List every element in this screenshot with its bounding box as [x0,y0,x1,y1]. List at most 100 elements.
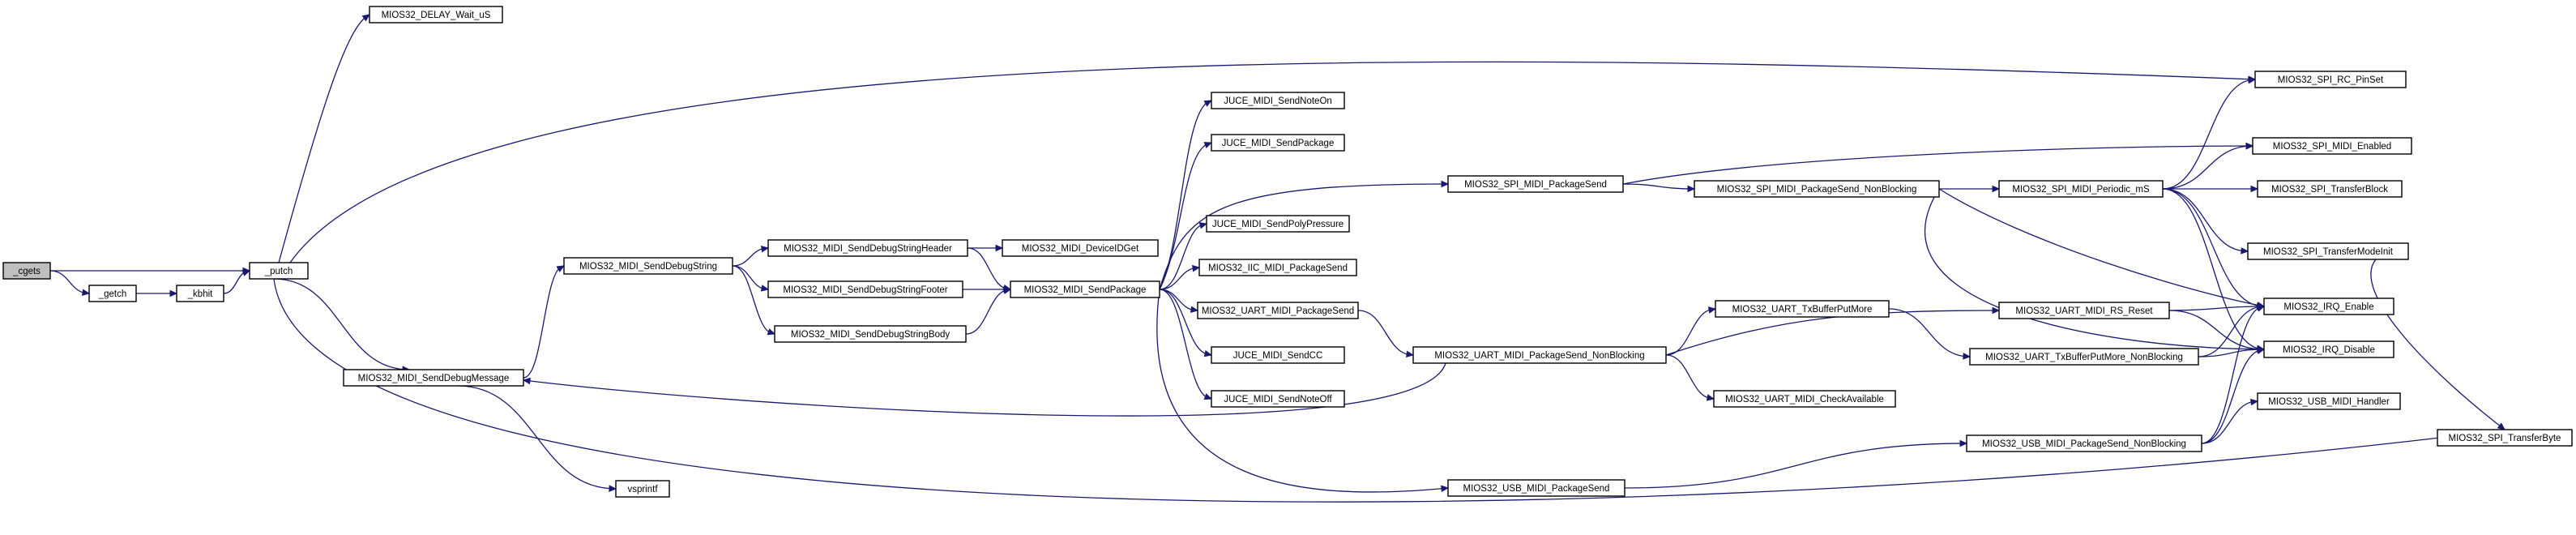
node-usb-handler[interactable]: MIOS32_USB_MIDI_Handler [2257,392,2401,410]
node-label: MIOS32_MIDI_SendDebugStringBody [791,330,950,340]
call-graph-nodes: _cgets _getch _kbhit _putch MIOS32_DELAY_Wai… [2,6,2573,498]
node-label: MIOS32_MIDI_SendDebugMessage [358,374,510,383]
node-senddebugstring[interactable]: MIOS32_MIDI_SendDebugString [563,257,733,275]
arrowhead-sendpackage-to-usb_send [1441,485,1450,493]
node-label: MIOS32_USB_MIDI_PackageSend [1463,484,1610,494]
node-uart-txput[interactable]: MIOS32_UART_TxBufferPutMore [1715,300,1890,318]
node-deviceid[interactable]: MIOS32_MIDI_DeviceIDGet [1002,239,1159,257]
node-label: MIOS32_UART_TxBufferPutMore [1732,305,1873,315]
node-spi-transfermodeinit[interactable]: MIOS32_SPI_TransferModeInit [2247,242,2409,260]
node-juce-noteon[interactable]: JUCE_MIDI_SendNoteOn [1211,92,1345,109]
node-box [1211,346,1345,364]
edge-uart_rsreset-to-irq_disable [2168,310,2265,350]
node-spi-enabled[interactable]: MIOS32_SPI_MIDI_Enabled [2252,137,2412,155]
node-juce-polypressure[interactable]: JUCE_MIDI_SendPolyPressure [1206,215,1350,233]
node-label: JUCE_MIDI_SendPolyPressure [1212,220,1344,229]
node-box [2247,242,2409,260]
node-uart-checkavail[interactable]: MIOS32_UART_MIDI_CheckAvailable [1713,390,1896,408]
node-kbhit[interactable]: _kbhit [176,285,224,302]
node-usb-nb[interactable]: MIOS32_USB_MIDI_PackageSend_NonBlocking [1966,434,2202,452]
node-irq-disable[interactable]: MIOS32_IRQ_Disable [2263,340,2394,358]
node-getch[interactable]: _getch [88,285,137,302]
node-box [369,6,503,24]
arrowhead-spi_nb-to-spi_periodic [1992,185,2001,193]
node-vsprintf[interactable]: vsprintf [615,480,670,498]
node-uart-nb[interactable]: MIOS32_UART_MIDI_PackageSend_NonBlocking [1412,346,1667,364]
node-label: MIOS32_UART_MIDI_PackageSend [1202,306,1354,316]
arrowhead-body-to-sendpackage [1002,287,1012,294]
arrowhead-senddebugmessage-to-senddebugstring [556,265,566,272]
arrowhead-spi_transfermodeinit-to-spi_transferbyte [2497,422,2506,430]
node-uart-txput-nb[interactable]: MIOS32_UART_TxBufferPutMore_NonBlocking [1969,348,2199,366]
arrowhead-uart_txput-to-uart_txput_nb [1963,353,1972,360]
call-graph-edges [49,14,2506,503]
arrowhead-sendpackage-to-juce_noteoff [1203,393,1213,400]
edge-spi_send-to-spi_enabled [1622,145,2253,185]
node-label: MIOS32_SPI_MIDI_Periodic_mS [2012,185,2150,195]
node-iic-send[interactable]: MIOS32_IIC_MIDI_PackageSend [1198,259,1357,276]
edge-usb_nb-to-irq_disable [2201,349,2265,444]
node-label: MIOS32_USB_MIDI_Handler [2268,397,2390,407]
node-label: MIOS32_SPI_TransferByte [2449,434,2561,443]
edge-uart_nb-to-uart_rsreset [1665,310,2000,356]
arrowhead-uart_send-to-uart_nb [1405,350,1415,358]
arrowhead-kbhit-to-putch [241,269,251,276]
arrowhead-uart_nb-to-senddebugmessage [522,377,531,385]
node-label: MIOS32_UART_MIDI_CheckAvailable [1725,395,1884,404]
node-spi-transferbyte[interactable]: MIOS32_SPI_TransferByte [2437,429,2573,447]
edge-spi_transfermodeinit-to-spi_transferbyte [2370,259,2506,430]
node-label: JUCE_MIDI_SendPackage [1222,139,1335,148]
arrowhead-header-to-deviceid [995,244,1004,252]
edge-sendpackage-to-juce_polypressure [1159,223,1207,290]
node-uart-send[interactable]: MIOS32_UART_MIDI_PackageSend [1197,302,1359,319]
node-irq-enable[interactable]: MIOS32_IRQ_Enable [2263,297,2394,315]
node-cgets[interactable]: _cgets [2,262,51,280]
node-spi-send[interactable]: MIOS32_SPI_MIDI_PackageSend [1447,175,1624,193]
edge-uart_send-to-uart_nb [1357,310,1414,356]
arrowhead-senddebugstring-to-body [767,328,776,336]
node-box [2254,71,2407,88]
node-delay[interactable]: MIOS32_DELAY_Wait_uS [369,6,503,24]
edge-spi_nb-to-irq_enable [1938,188,2265,307]
arrowhead-spi_send-to-spi_nb [1687,185,1696,193]
node-box [774,325,967,343]
arrowhead-senddebugstring-to-header [760,245,770,253]
node-sendpackage[interactable]: MIOS32_MIDI_SendPackage [1010,280,1160,298]
node-footer[interactable]: MIOS32_MIDI_SendDebugStringFooter [767,280,963,298]
node-label: MIOS32_SPI_TransferBlock [2271,185,2388,195]
node-label: vsprintf [627,485,658,494]
arrowhead-uart_nb-to-uart_txput [1707,306,1717,314]
node-usb-send[interactable]: MIOS32_USB_MIDI_PackageSend [1447,479,1625,497]
node-label: MIOS32_SPI_TransferModeInit [2263,247,2394,257]
node-box [2437,429,2573,447]
arrowhead-sendpackage-to-juce_noteon [1203,100,1213,107]
node-body[interactable]: MIOS32_MIDI_SendDebugStringBody [774,325,967,343]
edge-usb_send-to-usb_nb [1624,443,1967,489]
edge-usb_nb-to-usb_handler [2201,400,2258,444]
node-uart-rsreset[interactable]: MIOS32_UART_MIDI_RS_Reset [1998,302,2170,319]
arrowhead-sendpackage-to-spi_send [1441,180,1450,188]
edge-uart_txput-to-uart_txput_nb [1888,308,1971,357]
node-juce-cc[interactable]: JUCE_MIDI_SendCC [1211,346,1345,364]
node-spi-nb[interactable]: MIOS32_SPI_MIDI_PackageSend_NonBlocking [1694,180,1940,198]
arrowhead-sendpackage-to-uart_send [1190,306,1199,314]
node-putch[interactable]: _putch [249,262,309,280]
node-box [1197,302,1359,319]
arrowhead-spi_periodic-to-spi_transfermodeinit [2241,247,2249,255]
node-box [1447,175,1624,193]
node-header[interactable]: MIOS32_MIDI_SendDebugStringHeader [767,239,968,257]
node-juce-noteoff[interactable]: JUCE_MIDI_SendNoteOff [1211,390,1345,408]
node-spi-rcpinset[interactable]: MIOS32_SPI_RC_PinSet [2254,71,2407,88]
node-juce-package[interactable]: JUCE_MIDI_SendPackage [1211,134,1345,152]
arrowhead-getch-to-kbhit [169,289,178,297]
node-label: JUCE_MIDI_SendNoteOff [1224,395,1332,404]
arrowhead-spi_periodic-to-irq_enable [2257,302,2266,310]
node-label: JUCE_MIDI_SendNoteOn [1224,96,1332,106]
node-spi-transferblock[interactable]: MIOS32_SPI_TransferBlock [2257,180,2403,198]
arrowhead-sendpackage-to-juce_polypressure [1198,222,1208,229]
arrowhead-cgets-to-getch [81,289,91,296]
node-box [2257,392,2401,410]
node-senddebugmessage[interactable]: MIOS32_MIDI_SendDebugMessage [343,369,524,387]
node-spi-periodic[interactable]: MIOS32_SPI_MIDI_Periodic_mS [1998,180,2164,198]
